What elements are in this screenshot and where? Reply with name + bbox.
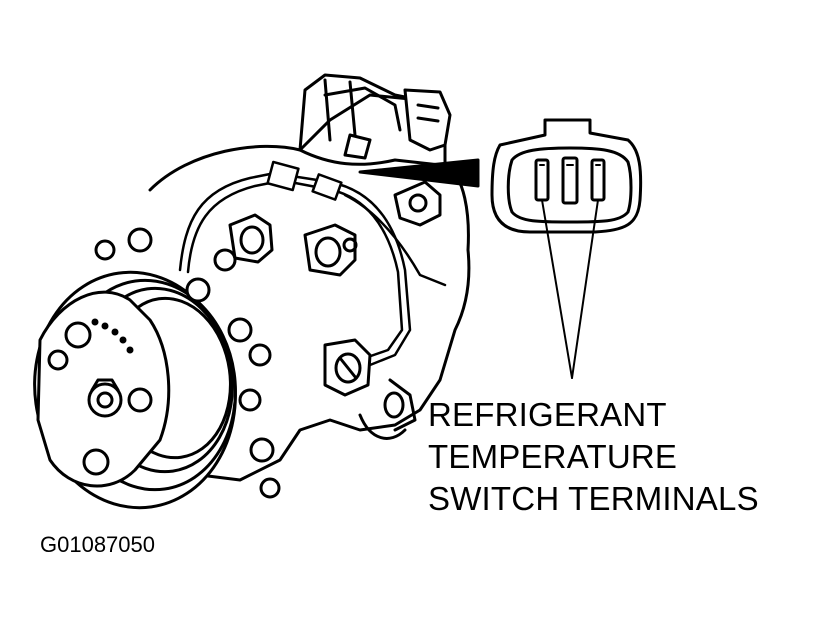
terminal-center	[561, 156, 579, 205]
side-sensor	[323, 338, 372, 397]
refrigerant-ports	[228, 213, 358, 277]
terminal-leaders	[541, 199, 599, 379]
flange-bolts	[94, 227, 281, 499]
connector-enlarged	[490, 118, 643, 234]
callout-line-2: TEMPERATURE	[428, 438, 678, 475]
leader-wedge	[358, 158, 480, 188]
wire-harness	[178, 160, 447, 367]
figure-id: G01087050	[40, 532, 155, 557]
callout-line-1: REFRIGERANT	[428, 396, 667, 433]
callout-line-3: SWITCH TERMINALS	[428, 480, 759, 517]
callout-label: REFRIGERANT TEMPERATURE SWITCH TERMINALS	[428, 394, 759, 520]
temperature-switch	[323, 86, 452, 227]
clutch-pulley	[33, 270, 237, 510]
